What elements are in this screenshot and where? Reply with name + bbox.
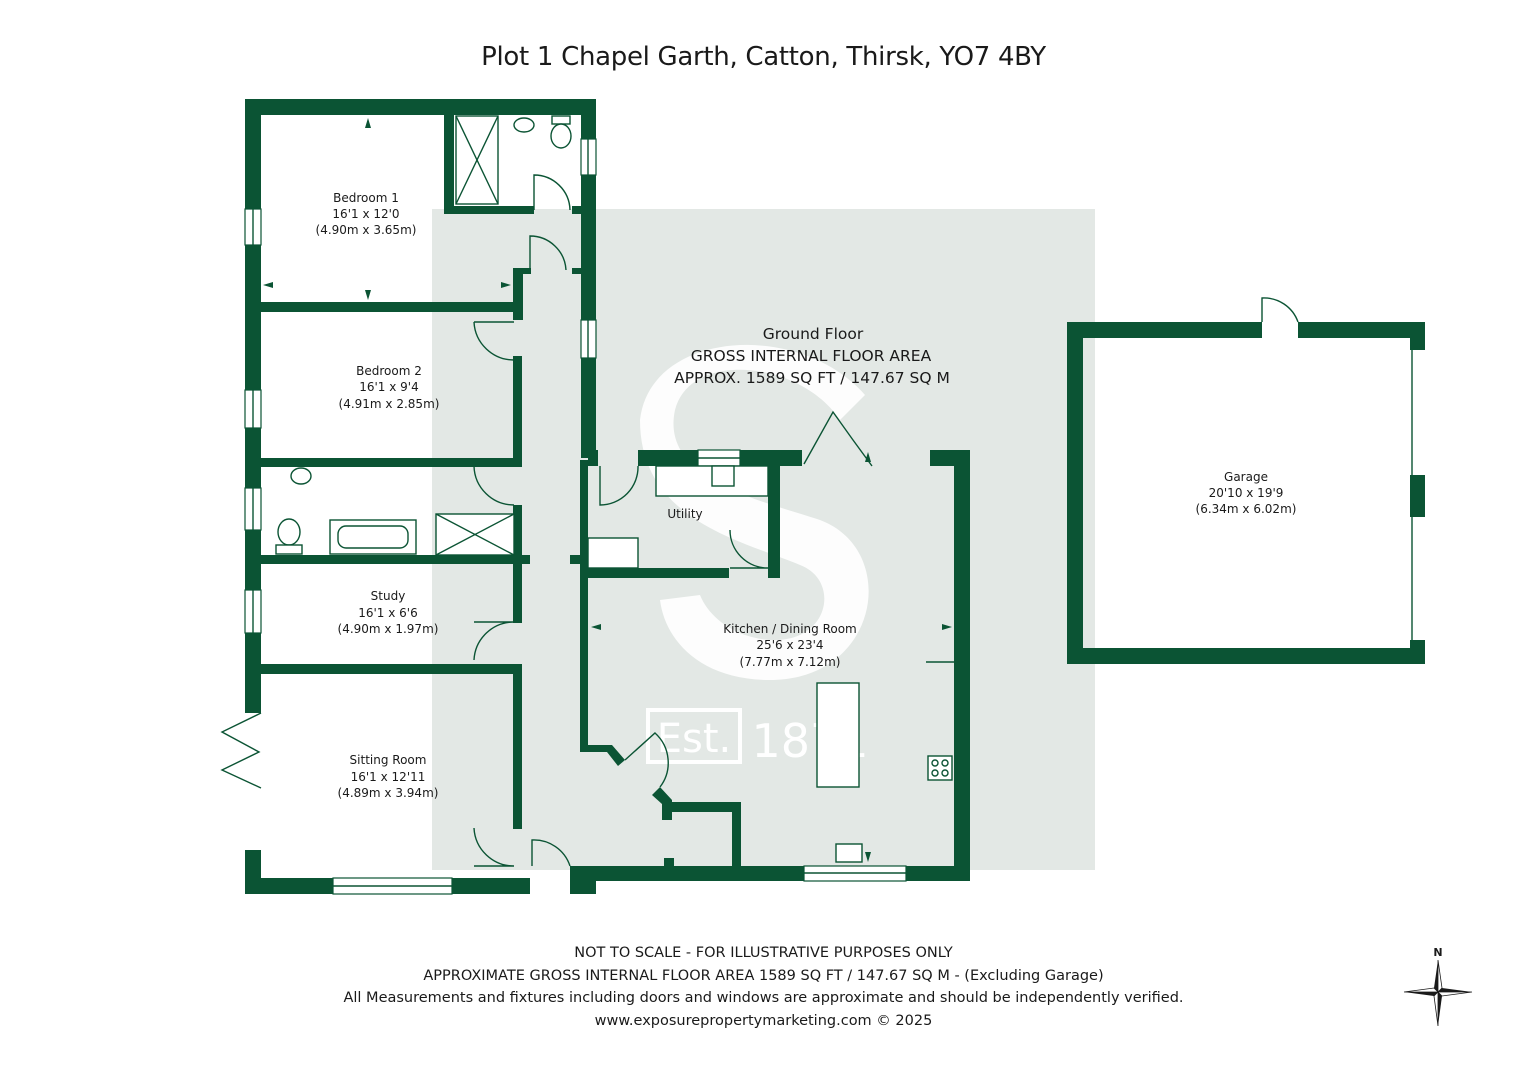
room-name: Study (371, 589, 406, 603)
fixtures (275, 115, 1413, 863)
room-name: Garage (1224, 470, 1268, 484)
watermark-est-box (646, 708, 742, 764)
watermark-s-logo (640, 344, 869, 680)
room-name: Utility (667, 507, 702, 521)
room-size-metric: (7.77m x 7.12m) (740, 655, 841, 669)
watermark-est: Est. (657, 716, 732, 762)
compass-north-label: N (1433, 946, 1442, 959)
footer-notes: NOT TO SCALE - FOR ILLUSTRATIVE PURPOSES… (0, 942, 1527, 1032)
room-name: Bedroom 2 (356, 364, 422, 378)
room-name: Kitchen / Dining Room (723, 622, 857, 636)
room-utility: Utility (667, 507, 702, 521)
dimension-markers (263, 118, 952, 862)
plan-title: Plot 1 Chapel Garth, Catton, Thirsk, YO7… (481, 42, 1046, 72)
room-name: Bedroom 1 (333, 191, 399, 205)
room-size-imperial: 25'6 x 23'4 (756, 638, 823, 652)
doors (473, 174, 1299, 867)
compass-icon: N (1403, 946, 1473, 1027)
room-sitting-room: Sitting Room 16'1 x 12'11 (4.89m x 3.94m… (338, 753, 439, 800)
floor-area-value: APPROX. 1589 SQ FT / 147.67 SQ M (674, 369, 950, 387)
windows (244, 138, 907, 895)
room-size-imperial: 16'1 x 9'4 (359, 380, 419, 394)
room-size-imperial: 16'1 x 6'6 (358, 606, 418, 620)
room-bedroom-1: Bedroom 1 16'1 x 12'0 (4.90m x 3.65m) (316, 191, 417, 237)
room-garage: Garage 20'10 x 19'9 (6.34m x 6.02m) (1196, 470, 1297, 516)
room-size-metric: (4.89m x 3.94m) (338, 786, 439, 800)
room-size-metric: (6.34m x 6.02m) (1196, 502, 1297, 516)
house-walls (245, 99, 970, 894)
room-study: Study 16'1 x 6'6 (4.90m x 1.97m) (338, 589, 439, 636)
garage-walls (1067, 322, 1425, 664)
footer-line-area: APPROXIMATE GROSS INTERNAL FLOOR AREA 15… (423, 967, 1104, 984)
bifold-doors (220, 410, 873, 789)
room-kitchen-dining: Kitchen / Dining Room 25'6 x 23'4 (7.77m… (723, 622, 857, 669)
room-size-imperial: 20'10 x 19'9 (1209, 486, 1284, 500)
floor-name: Ground Floor (763, 325, 864, 343)
room-name: Sitting Room (350, 753, 427, 767)
room-size-metric: (4.90m x 3.65m) (316, 223, 417, 237)
room-bedroom-2: Bedroom 2 16'1 x 9'4 (4.91m x 2.85m) (339, 364, 440, 411)
floor-area-heading: GROSS INTERNAL FLOOR AREA (691, 347, 932, 365)
footer-line-scale: NOT TO SCALE - FOR ILLUSTRATIVE PURPOSES… (574, 945, 953, 961)
room-size-metric: (4.91m x 2.85m) (339, 397, 440, 411)
room-size-metric: (4.90m x 1.97m) (338, 622, 439, 636)
room-size-imperial: 16'1 x 12'11 (351, 770, 426, 784)
footer-line-disclaimer: All Measurements and fixtures including … (343, 990, 1184, 1006)
room-size-imperial: 16'1 x 12'0 (332, 207, 399, 221)
footer-line-website: www.exposurepropertymarketing.com © 2025 (594, 1012, 933, 1029)
